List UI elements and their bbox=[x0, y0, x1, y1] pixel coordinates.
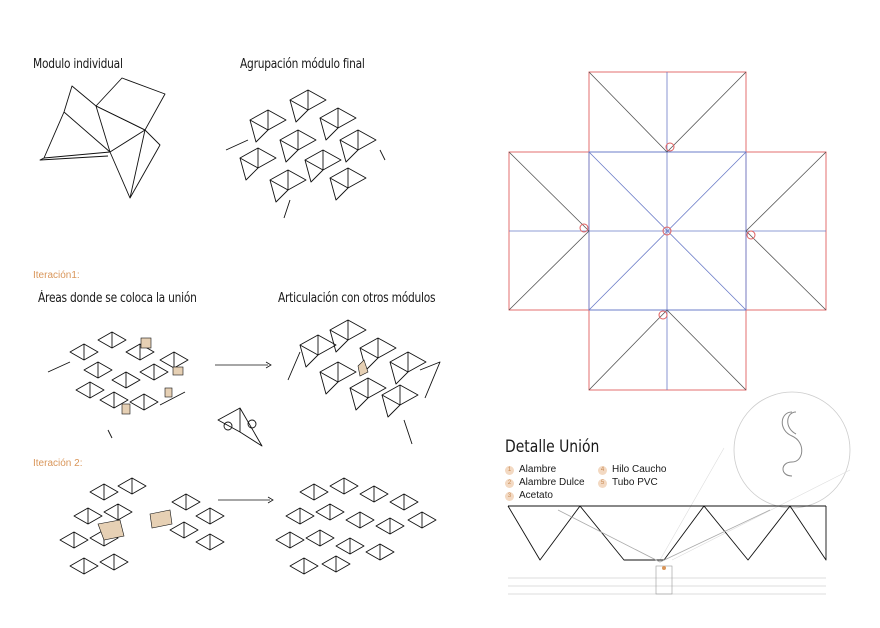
union-detail-zoom bbox=[659, 391, 851, 561]
iteration2-left-drawing bbox=[59, 477, 225, 575]
legend-label: Hilo Caucho bbox=[612, 464, 667, 475]
label-iteration-2: Iteración 2: bbox=[33, 458, 83, 469]
iteration1-areas-drawing bbox=[47, 331, 189, 439]
iteration2-right-drawing bbox=[275, 477, 437, 575]
label-iteration-1: Iteración1: bbox=[33, 270, 80, 281]
union-section-elevation bbox=[507, 505, 827, 595]
heading-union-areas: Áreas donde se coloca la unión bbox=[38, 291, 197, 306]
arrow-icon bbox=[215, 361, 274, 504]
legend-label: Tubo PVC bbox=[612, 477, 658, 488]
folding-net-pattern bbox=[508, 71, 827, 391]
heading-union-detail: Detalle Unión bbox=[505, 437, 600, 457]
individual-module-drawing bbox=[39, 77, 166, 199]
heading-individual-module: Modulo individual bbox=[33, 57, 123, 72]
heading-articulation: Articulación con otros módulos bbox=[278, 291, 436, 306]
legend-number: 4 bbox=[598, 466, 607, 475]
legend-number: 5 bbox=[598, 479, 607, 488]
heading-final-grouping: Agrupación módulo final bbox=[240, 57, 365, 72]
legend-label: Alambre Dulce bbox=[519, 477, 585, 488]
joint-piece-drawing bbox=[217, 407, 263, 447]
legend-number: 2 bbox=[505, 479, 514, 488]
iteration1-articulation-drawing bbox=[287, 319, 441, 445]
legend-number: 1 bbox=[505, 466, 514, 475]
final-grouping-drawing bbox=[225, 89, 386, 219]
legend-label: Alambre bbox=[519, 464, 557, 475]
legend-number: 3 bbox=[505, 492, 514, 501]
legend-label: Acetato bbox=[519, 490, 553, 501]
